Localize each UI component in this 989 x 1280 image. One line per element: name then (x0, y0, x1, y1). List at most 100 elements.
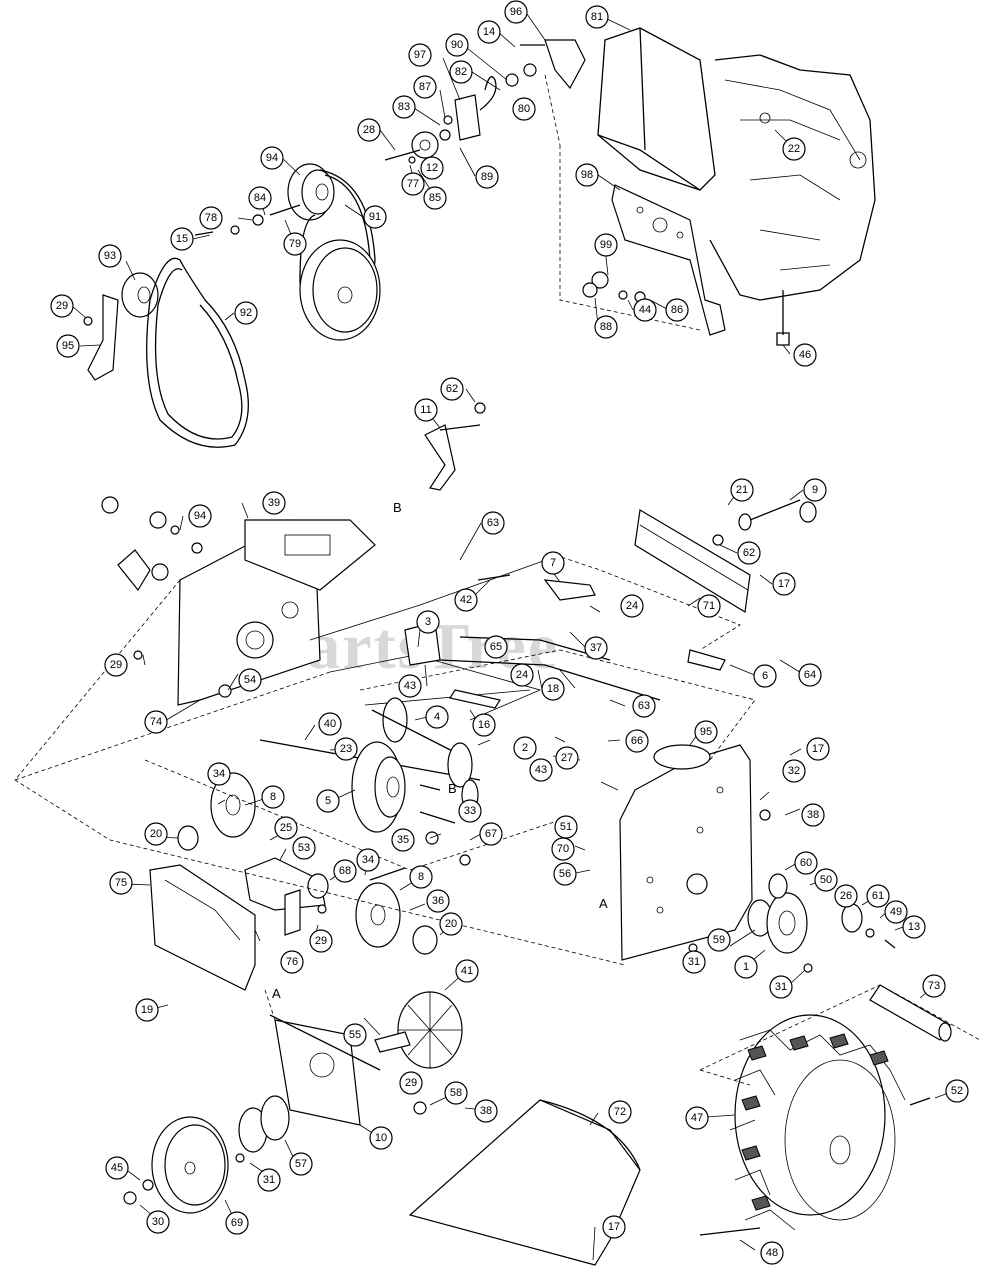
svg-text:31: 31 (688, 956, 700, 968)
callout-4: 4 (425, 705, 449, 729)
svg-text:29: 29 (56, 300, 68, 312)
svg-text:44: 44 (639, 304, 651, 316)
callout-79: 79 (283, 232, 307, 256)
svg-text:25: 25 (280, 822, 292, 834)
svg-text:14: 14 (483, 26, 495, 38)
svg-text:24: 24 (626, 600, 638, 612)
callout-83: 83 (392, 95, 416, 119)
svg-text:38: 38 (807, 809, 819, 821)
svg-text:45: 45 (111, 1162, 123, 1174)
callout-6: 6 (753, 664, 777, 688)
callout-24: 24 (620, 594, 644, 618)
svg-text:40: 40 (324, 718, 336, 730)
svg-text:28: 28 (363, 124, 375, 136)
callout-29: 29 (399, 1071, 423, 1095)
svg-text:71: 71 (703, 600, 715, 612)
svg-text:6: 6 (762, 670, 768, 682)
callout-90: 90 (445, 33, 469, 57)
svg-text:63: 63 (638, 700, 650, 712)
svg-text:66: 66 (631, 735, 643, 747)
svg-text:53: 53 (298, 842, 310, 854)
svg-text:32: 32 (788, 765, 800, 777)
callout-77: 77 (401, 172, 425, 196)
callout-52: 52 (945, 1079, 969, 1103)
svg-text:79: 79 (289, 238, 301, 250)
callout-41: 41 (455, 959, 479, 983)
svg-text:36: 36 (432, 895, 444, 907)
callout-61: 61 (866, 884, 890, 908)
callout-42: 42 (454, 588, 478, 612)
callout-47: 47 (685, 1106, 709, 1130)
svg-text:61: 61 (872, 890, 884, 902)
callout-45: 45 (105, 1156, 129, 1180)
callout-43: 43 (398, 674, 422, 698)
callout-16: 16 (472, 713, 496, 737)
callout-57: 57 (289, 1152, 313, 1176)
svg-text:58: 58 (450, 1087, 462, 1099)
svg-text:85: 85 (429, 192, 441, 204)
callout-35: 35 (391, 828, 415, 852)
svg-text:4: 4 (434, 711, 440, 723)
callout-2: 2 (513, 736, 537, 760)
callout-85: 85 (423, 186, 447, 210)
reference-letter-a: A (599, 896, 608, 911)
svg-text:8: 8 (418, 871, 424, 883)
svg-text:3: 3 (425, 616, 431, 628)
svg-text:92: 92 (240, 307, 252, 319)
svg-text:47: 47 (691, 1112, 703, 1124)
callout-51: 51 (554, 815, 578, 839)
callout-44: 44 (633, 298, 657, 322)
svg-text:15: 15 (176, 233, 188, 245)
svg-text:83: 83 (398, 101, 410, 113)
callout-63: 63 (632, 694, 656, 718)
svg-text:80: 80 (518, 103, 530, 115)
callout-91: 91 (363, 205, 387, 229)
callout-17: 17 (772, 572, 796, 596)
callout-82: 82 (449, 60, 473, 84)
svg-text:41: 41 (461, 965, 473, 977)
callout-12: 12 (420, 156, 444, 180)
callout-86: 86 (665, 298, 689, 322)
callout-99: 99 (594, 233, 618, 257)
callout-87: 87 (413, 75, 437, 99)
callout-31: 31 (682, 950, 706, 974)
svg-text:43: 43 (535, 764, 547, 776)
callout-20: 20 (144, 822, 168, 846)
callout-29: 29 (50, 294, 74, 318)
svg-text:9: 9 (812, 484, 818, 496)
svg-text:2: 2 (522, 742, 528, 754)
callout-63: 63 (481, 511, 505, 535)
callout-75: 75 (109, 871, 133, 895)
svg-text:57: 57 (295, 1158, 307, 1170)
callout-48: 48 (760, 1241, 784, 1265)
callout-25: 25 (274, 816, 298, 840)
svg-text:31: 31 (775, 981, 787, 993)
callout-76: 76 (280, 950, 304, 974)
svg-text:60: 60 (800, 857, 812, 869)
svg-text:90: 90 (451, 39, 463, 51)
svg-text:30: 30 (152, 1216, 164, 1228)
reference-letter-a: A (272, 986, 281, 1001)
svg-text:91: 91 (369, 211, 381, 223)
callout-88: 88 (594, 315, 618, 339)
callout-54: 54 (238, 668, 262, 692)
callout-19: 19 (135, 998, 159, 1022)
callout-69: 69 (225, 1211, 249, 1235)
reference-letter-b: B (448, 781, 457, 796)
callout-1: 1 (734, 955, 758, 979)
callout-98: 98 (575, 163, 599, 187)
callout-38: 38 (474, 1099, 498, 1123)
svg-text:48: 48 (766, 1247, 778, 1259)
callout-17: 17 (602, 1215, 626, 1239)
callout-84: 84 (248, 186, 272, 210)
callout-50: 50 (814, 868, 838, 892)
svg-text:43: 43 (404, 680, 416, 692)
svg-text:59: 59 (713, 934, 725, 946)
svg-text:93: 93 (104, 250, 116, 262)
callout-46: 46 (793, 343, 817, 367)
svg-text:75: 75 (115, 877, 127, 889)
callout-67: 67 (479, 822, 503, 846)
svg-text:17: 17 (778, 578, 790, 590)
callout-10: 10 (369, 1126, 393, 1150)
svg-text:46: 46 (799, 349, 811, 361)
